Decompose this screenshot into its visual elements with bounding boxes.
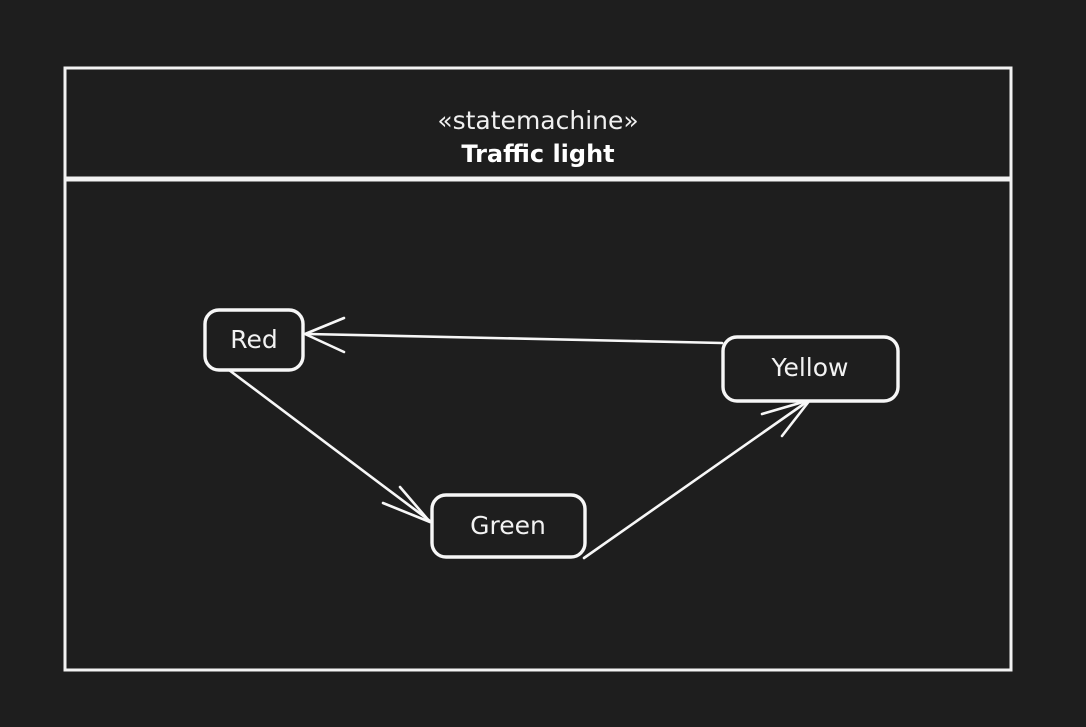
state-red-label: Red xyxy=(230,325,278,354)
transition-line-green-to-yellow xyxy=(582,399,810,560)
transition-line-red-to-green xyxy=(227,368,432,523)
arrowhead-into-green xyxy=(381,485,432,524)
frame-body-compartment xyxy=(63,178,1013,672)
state-green-shape xyxy=(430,493,587,559)
transition-yellow-to-red[interactable] xyxy=(303,316,724,354)
state-green-label: Green xyxy=(470,511,546,540)
frame-header-compartment xyxy=(63,66,1013,180)
state-red-shape xyxy=(203,308,305,372)
stereotype-label: «statemachine» xyxy=(437,106,638,135)
state-node-red[interactable]: Red xyxy=(203,308,305,372)
diagram-title: Traffic light xyxy=(461,140,614,168)
state-yellow-label: Yellow xyxy=(771,353,849,382)
transition-line-yellow-to-red xyxy=(306,332,724,345)
arrowhead-into-red xyxy=(303,316,346,354)
state-node-yellow[interactable]: Yellow xyxy=(721,335,900,403)
transition-red-to-green[interactable] xyxy=(227,368,432,524)
state-node-green[interactable]: Green xyxy=(430,493,587,559)
state-yellow-shape xyxy=(721,335,900,403)
